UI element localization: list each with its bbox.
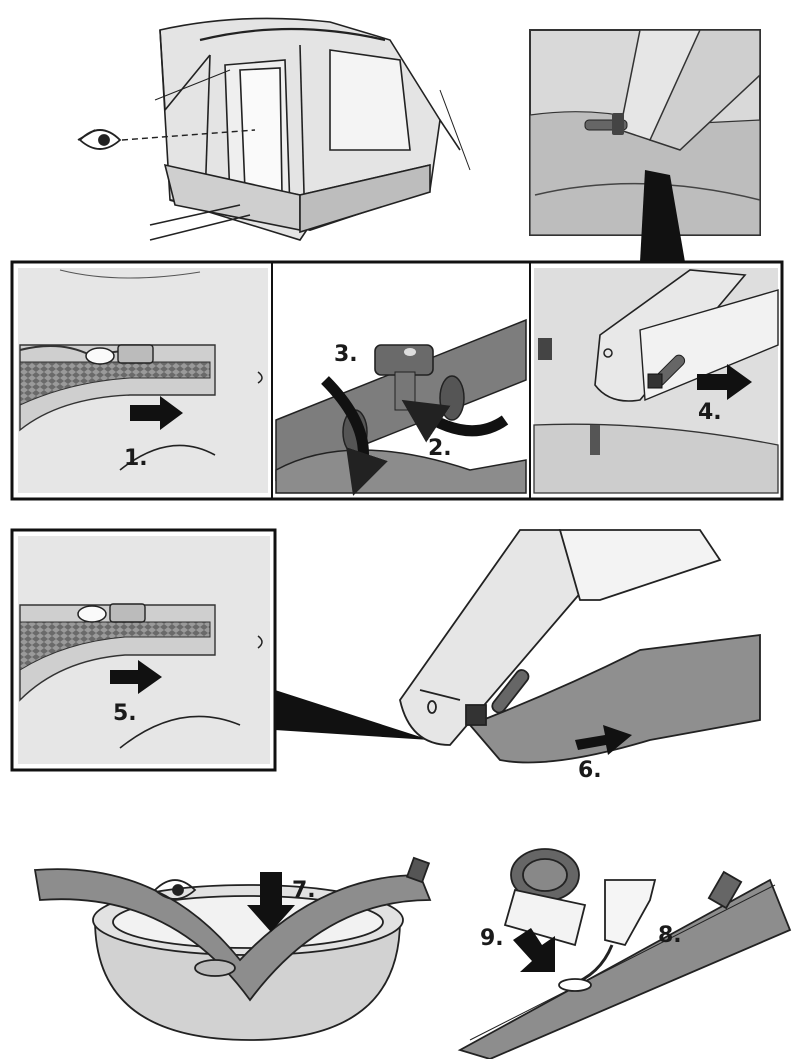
eye-icon [153,879,197,900]
panel-zipper-1 [18,268,268,493]
repair-kit [457,848,792,1060]
callout-wedge [275,690,430,740]
rotate-arrow-icon [321,376,388,496]
sight-line [121,129,256,141]
step-label-1: 1. [124,446,148,471]
panel-zipper-5 [18,536,270,764]
arrow-icon [247,872,295,932]
tube-removal-6 [399,529,761,764]
step-label-7: 7. [292,878,316,903]
eye-icon [77,129,122,150]
step-label-8: 8. [658,923,682,948]
step-label-5: 5. [113,701,137,726]
arrow-icon [110,660,162,694]
tent-illustration [149,17,471,241]
step-label-2: 2. [428,436,452,461]
callout-wedge [640,170,685,262]
arrow-icon [513,928,555,972]
rotate-arrow-icon [401,399,509,443]
step-label-4: 4. [698,400,722,425]
step-label-6: 6. [578,758,602,783]
step-label-9: 9. [480,926,504,951]
water-bowl-test [33,856,432,1041]
arrow-icon [575,725,632,755]
panel-zipper-frame-5 [10,528,277,772]
panel-row-frame [10,260,784,501]
arrow-icon [130,396,183,430]
arrow-icon [697,364,752,400]
panel-valve-2 [275,268,527,496]
step-label-3: 3. [334,342,358,367]
